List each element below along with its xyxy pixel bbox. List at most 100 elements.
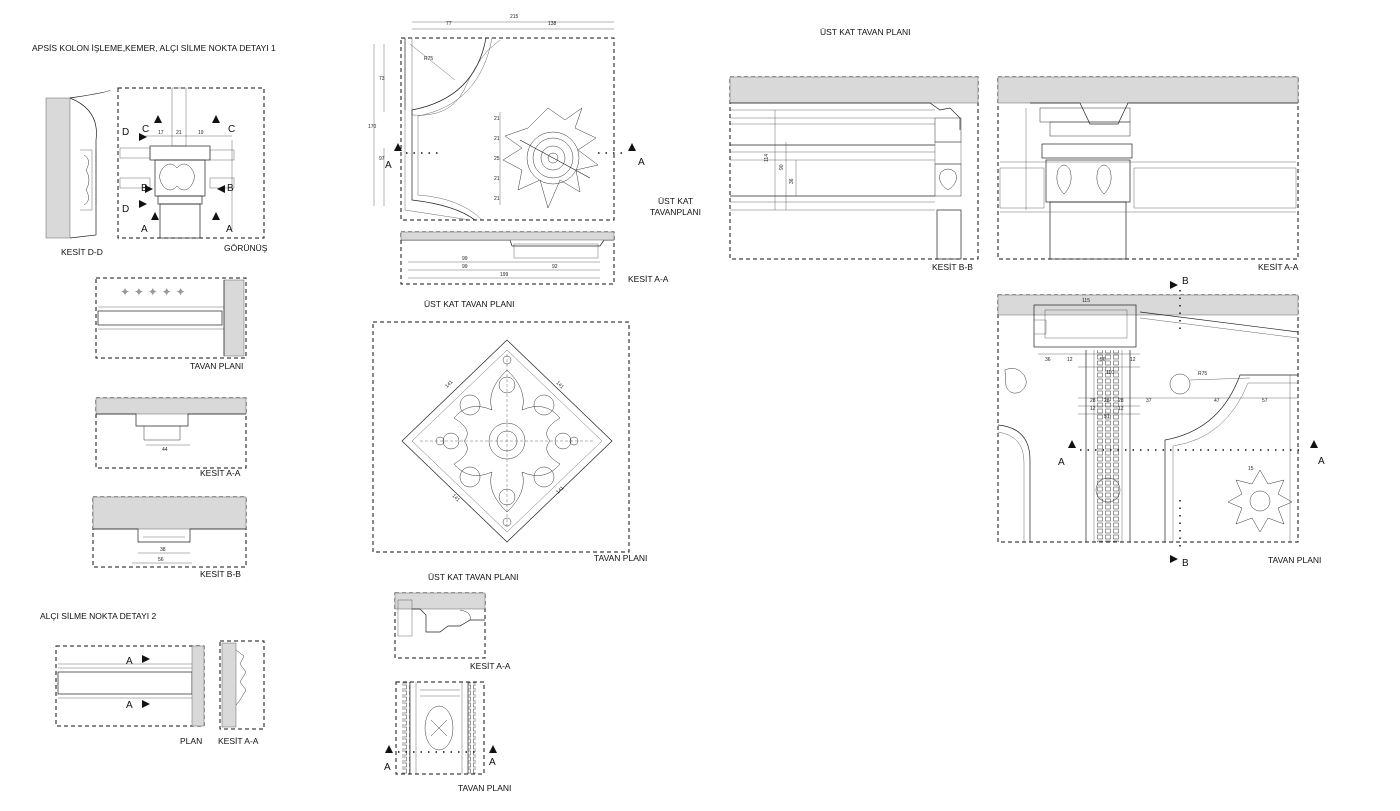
tp-right-dim-56: 56 [1100, 357, 1106, 363]
tavan-plani-1-frame [95, 277, 247, 359]
plan-marker-a-top: A [126, 656, 133, 667]
kesit-aa-top-dim-199: 199 [500, 272, 509, 278]
marker-d-bottom: D [122, 204, 129, 215]
kesit-aa-right-caption: KESİT A-A [1258, 262, 1299, 272]
marker-b-right: B [227, 183, 234, 194]
tp-right-marker-a-right: A [1318, 456, 1325, 467]
tp-right-dim-110: 110 [1106, 370, 1114, 376]
kesit-aa-top-dim-92: 92 [552, 264, 558, 270]
top-plan-dim-21d: 21 [494, 196, 500, 202]
kesit-bb-right-dim-90: 90 [779, 164, 785, 170]
marker-d-top: D [122, 127, 129, 138]
tavan-plani-right-caption: TAVAN PLANI [1268, 555, 1321, 565]
ust-kat-bottom-title: ÜST KAT TAVAN PLANI [428, 572, 519, 582]
tavan-plani-bottom-caption: TAVAN PLANI [458, 783, 511, 793]
kesit-bb-1-drawing [92, 496, 247, 564]
tp-right-dim-57: 57 [1262, 398, 1268, 404]
svg-text:✦ ✦ ✦ ✦ ✦: ✦ ✦ ✦ ✦ ✦ [120, 285, 186, 299]
tavan-plani-right-frame [997, 294, 1299, 543]
kesit-aa-top-caption: KESİT A-A [628, 274, 669, 284]
top-plan-dim-21c: 21 [494, 176, 500, 182]
kesit-aa-1-dim: 44 [162, 447, 168, 453]
tp-right-dim-37: 37 [1146, 398, 1152, 404]
kesit-aa-right-drawing [997, 76, 1299, 260]
top-plan-dim-21b: 21 [494, 136, 500, 142]
top-plan-dim-170: 170 [368, 124, 377, 130]
gorunus-caption: GÖRÜNÜŞ [224, 243, 268, 253]
plan-marker-a-bottom: A [126, 700, 133, 711]
diamond-caption: TAVAN PLANI [594, 553, 647, 563]
kesit-aa-1-caption: KESİT A-A [200, 468, 241, 478]
kesit-bb-1-dim-1: 38 [160, 547, 166, 553]
marker-b-left: B [141, 183, 148, 194]
plan-frame [55, 645, 205, 727]
tavan-plani-bottom-drawing [385, 682, 497, 774]
tp-right-dim-r75: R75 [1198, 371, 1207, 377]
tp-right-marker-b-top: B [1182, 276, 1189, 287]
kesit-aa-top-dim-99b: 99 [462, 264, 468, 270]
kesit-bb-right-frame [729, 76, 979, 260]
diamond-frame [372, 321, 630, 553]
tavan-plani-bottom-marker-a-right: A [489, 757, 496, 768]
tp-right-dim-12b: 12 [1130, 357, 1136, 363]
top-plan-frame [400, 37, 615, 221]
tp-right-dim-36: 36 [1045, 357, 1051, 363]
detail2-title: ALÇI SİLME NOKTA DETAYI 2 [40, 611, 156, 621]
diamond-dim-tl: 141 [444, 379, 454, 389]
kesit-aa-2-caption: KESİT A-A [218, 736, 259, 746]
marker-c-right: C [228, 124, 235, 135]
tp-right-dim-51: 51 [1104, 414, 1110, 420]
ust-kat-top-title: ÜST KAT TAVAN PLANI [820, 27, 911, 37]
kesit-aa-small-drawing [394, 592, 486, 637]
kesit-bb-right-dim-114: 114 [764, 154, 770, 162]
kesit-bb-1-dim-2: 56 [158, 557, 164, 563]
tp-right-dim-12c: 12 [1090, 406, 1096, 412]
kesit-aa-top-dim-99a: 99 [462, 256, 468, 262]
top-plan-marker-a-left: A [385, 160, 392, 171]
diamond-dim-bl: 141 [451, 493, 461, 503]
diamond-dim-tr: 141 [555, 380, 565, 390]
tp-right-dim-47: 47 [1214, 398, 1220, 404]
gorunus-dim-3: 19 [198, 130, 204, 136]
kesit-bb-right-dim-36: 36 [789, 178, 795, 184]
top-plan-dim-97: 97 [379, 156, 385, 162]
kesit-bb-right-caption: KESİT B-B [932, 262, 973, 272]
plan-caption: PLAN [180, 736, 202, 746]
top-plan-dim-138: 138 [548, 21, 557, 27]
top-plan-dim-77: 77 [446, 21, 452, 27]
tp-right-dim-115: 115 [1082, 298, 1090, 304]
kesit-aa-top-drawing [400, 231, 615, 279]
kesit-aa-1-drawing [95, 397, 247, 446]
kesit-bb-right-drawing [729, 76, 979, 260]
top-plan-dim-r75: R75 [424, 56, 433, 62]
top-plan-dim-25: 25 [494, 156, 500, 162]
tp-right-dim-28c: 28 [1118, 398, 1124, 404]
ust-kat-mid-title: ÜST KAT TAVAN PLANI [424, 299, 515, 309]
marker-c-left: C [142, 124, 149, 135]
tavan-plani-right-drawing [997, 281, 1318, 563]
tavan-plani-1-caption: TAVAN PLANI [190, 361, 243, 371]
kesit-aa-2-drawing [221, 642, 247, 728]
tp-right-marker-b-bottom: B [1182, 558, 1189, 569]
gorunus-frame [117, 87, 265, 239]
diamond-dim-br: 141 [555, 485, 565, 495]
gorunus-section-markers [139, 115, 225, 220]
tp-right-dim-15: 15 [1248, 466, 1254, 472]
tp-right-dim-12d: 12 [1118, 406, 1124, 412]
diamond-rosette [401, 339, 613, 543]
detail1-title: APSİS KOLON İŞLEME,KEMER, ALÇI SİLME NOK… [32, 43, 276, 53]
kesit-dd-caption: KESİT D-D [61, 247, 103, 257]
tavan-plani-bottom-frame [395, 681, 485, 775]
kesit-bb-1-caption: KESİT B-B [200, 569, 241, 579]
top-plan-drawing [373, 21, 636, 221]
tp-right-dim-12a: 12 [1067, 357, 1073, 363]
tp-right-marker-a-left: A [1058, 457, 1065, 468]
plan-drawing [57, 645, 205, 727]
gorunus-dim-1: 17 [158, 130, 164, 136]
tp-right-dim-28a: 28 [1090, 398, 1096, 404]
top-plan-dim-73: 73 [379, 76, 385, 82]
top-plan-marker-a-right: A [638, 157, 645, 168]
top-plan-dim-21a: 21 [494, 116, 500, 122]
